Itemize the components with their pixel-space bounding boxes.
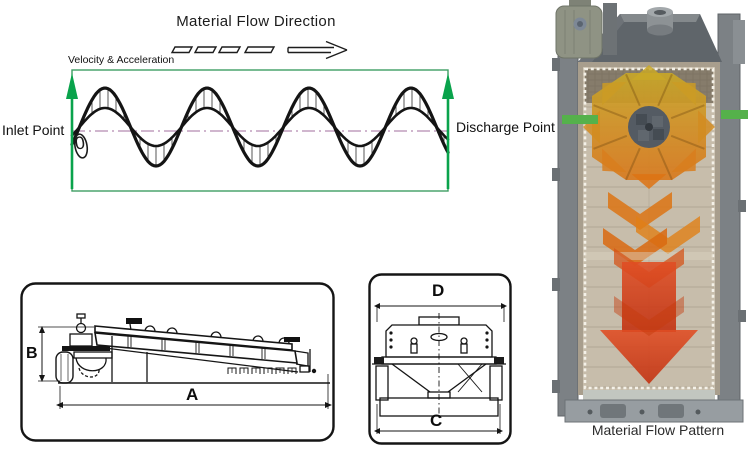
right-rail [717, 13, 741, 417]
up-arrow-icon-left [66, 73, 78, 189]
wave-diagram [66, 40, 454, 192]
flow-direction-arrow-icon [170, 40, 348, 60]
machine-side-view [55, 313, 330, 384]
dimension-d-line [374, 303, 507, 322]
base-frame [564, 399, 744, 423]
panel-border [20, 282, 335, 442]
velocity-axis-label: Velocity & Acceleration [68, 54, 175, 66]
dimension-b-line [38, 326, 94, 382]
flow-direction-title: Material Flow Direction [176, 13, 336, 30]
dimension-c-label: C [430, 411, 443, 430]
origin-loop [73, 133, 89, 159]
discharge-marker-right [721, 110, 748, 119]
deck-stiffeners [127, 336, 266, 359]
photo-caption: Material Flow Pattern [591, 422, 725, 438]
panel-border [368, 273, 512, 445]
flow-hub [628, 106, 670, 148]
dimension-a-label: A [186, 385, 199, 404]
wave-band [70, 86, 450, 168]
machine-photo [552, 0, 748, 423]
end-view-panel [368, 273, 512, 445]
top-cylinder [647, 7, 673, 36]
red-flow-arrow-icon [600, 248, 698, 384]
dimension-d-label: D [432, 281, 445, 300]
up-arrow-icon-right [442, 73, 454, 189]
hood-post [603, 3, 617, 55]
dimension-b-label: B [26, 345, 38, 362]
side-view-panel [20, 282, 335, 442]
machine-end-view [372, 313, 506, 420]
discharge-marker-left [562, 115, 598, 124]
inlet-point-label: Inlet Point [2, 122, 65, 138]
left-rail [557, 13, 579, 417]
mid-flow-arrows [603, 192, 700, 266]
vibration-motor [555, 0, 603, 59]
flow-ring [583, 65, 715, 189]
dimension-c-line [374, 404, 503, 434]
spring-row [227, 367, 297, 374]
dimension-a-line [56, 374, 332, 409]
discharge-point-label: Discharge Point [456, 119, 555, 135]
